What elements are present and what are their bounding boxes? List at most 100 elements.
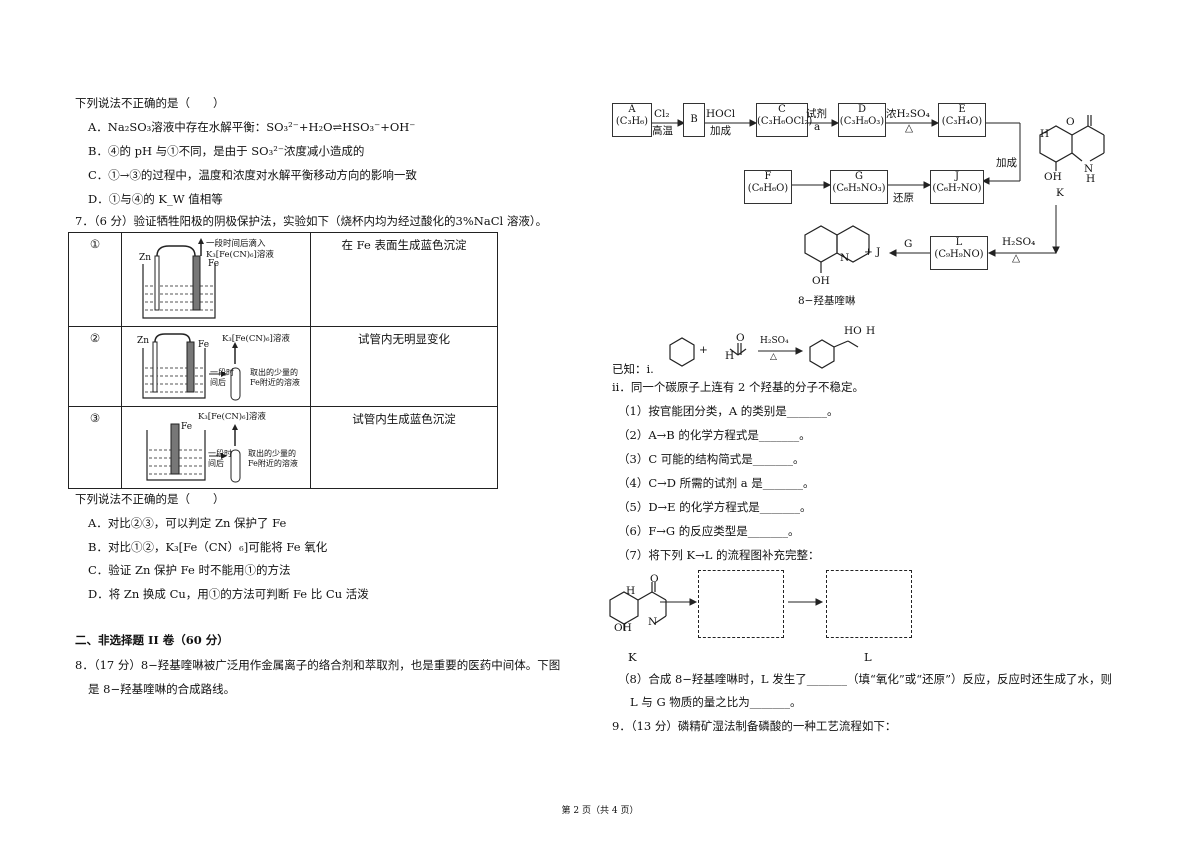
q8-question-1: （1）按官能团分类，A 的类别是_______。 [618,404,839,418]
arrow-add-label: 加成 [996,157,1017,169]
row-result: 试管内生成蓝色沉淀 [310,406,498,489]
row-number: ① [68,232,122,327]
compound-d-box: D(C₃H₈O₃) [838,103,886,137]
apparatus-2-sample-a: 取出的少量的 [250,368,298,377]
q8-question-2: （2）A→B 的化学方程式是_______。 [618,428,811,442]
q6-option-b: B．④的 pH 与①不同，是由于 SO₃²⁻浓度减小造成的 [88,144,365,158]
quinoline-name: 8−羟基喹啉 [798,295,856,307]
apparatus-1 [121,232,311,327]
apparatus-2-time-a: 一段时 [210,368,234,377]
arrow-g-label: G [904,238,913,250]
apparatus-1-fe: Fe [208,259,220,269]
known-reaction-scheme [669,337,859,369]
k-caption-flow: K [1056,187,1064,199]
section-heading: 二、非选择题 II 卷（60 分） [75,633,229,647]
q6-option-c: C．①→③的过程中，温度和浓度对水解平衡移动方向的影响一致 [88,168,417,182]
apparatus-2-fe: Fe [198,340,210,350]
l-answer-box[interactable] [826,570,912,638]
k-diagram-o: O [650,573,659,585]
arrow-ab-bottom: 高温 [652,125,673,137]
k-n-atom: N [1084,163,1094,175]
row-result: 在 Fe 表面生成蓝色沉淀 [310,232,498,327]
q7-title: 7．（6 分）验证牺牲阳极的阴极保护法，实验如下（烧杯内均为经过酸化的3%NaC… [75,214,548,228]
k-diagram-oh: OH [614,622,632,634]
known-h-atom: H [725,350,735,362]
compound-f-box: F(C₆H₆O) [744,170,792,204]
k-diagram-h: H [626,585,636,597]
apparatus-3-time-b: 间后 [208,459,224,468]
apparatus-drawing-2 [142,333,241,401]
arrow-gj-bottom: 还原 [893,192,914,204]
compound-g-box: G(C₆H₅NO₃) [830,170,888,204]
q7-option-d: D．将 Zn 换成 Cu，用①的方法可判断 Fe 比 Cu 活泼 [88,587,369,601]
q6-option-d: D．①与④的 K_W 值相等 [88,192,223,206]
apparatus-1-label-b: K₃[Fe(CN)₆]溶液 [206,250,274,260]
q9-title: 9．（13 分）磷精矿湿法制备磷酸的一种工艺流程如下： [612,719,897,733]
apparatus-1-zn: Zn [139,253,152,263]
compound-j-box: J(C₆H₇NO) [930,170,984,204]
arrow-de-top: 浓H₂SO₄ [886,108,930,120]
q6-option-a: A．Na₂SO₃溶液中存在水解平衡：SO₃²⁻+H₂O⇌HSO₃⁻+OH⁻ [88,120,416,134]
q6-prompt: 下列说法不正确的是（ ） [75,96,225,110]
q8-question-6: （6）F→G 的反应类型是_______。 [618,524,800,538]
k-nh-h: H [1086,173,1096,185]
q8-question-7: （7）将下列 K→L 的流程图补充完整： [618,548,820,562]
known-o-atom: O [736,332,745,344]
q7-prompt: 下列说法不正确的是（ ） [75,492,225,506]
q8-question-8-line2: L 与 G 物质的量之比为_______。 [630,695,802,709]
q7-experiment-table: ① 在 Fe 表面生成蓝色沉淀 ② 试管内无明显变化 ③ 试管内生成蓝色沉淀 [68,232,498,489]
q7-option-b: B．对比①②，K₃[Fe（CN）₆]可能将 Fe 氧化 [88,540,328,554]
table-row: ① 在 Fe 表面生成蓝色沉淀 [68,232,498,327]
q8-question-4: （4）C→D 所需的试剂 a 是_______。 [618,476,815,490]
quinoline-oh-group: OH [812,275,830,287]
apparatus-drawing-3 [146,423,241,483]
compound-e-box: E(C₃H₄O) [938,103,986,137]
apparatus-2-time-b: 间后 [210,378,226,387]
k-h-atom: H [1040,128,1050,140]
arrow-de-bottom: △ [905,122,914,134]
compound-c-box: C(C₃H₆OCl₂) [756,103,812,137]
k-to-l-intermediate-box[interactable] [698,570,784,638]
k-to-l-scheme [609,582,824,630]
q8-question-5: （5）D→E 的化学方程式是_______。 [618,500,812,514]
row-number: ② [68,326,122,407]
arrow-kl-bottom: △ [1012,252,1021,264]
k-o-atom: O [1066,116,1075,128]
q7-option-c: C．验证 Zn 保护 Fe 时不能用①的方法 [88,563,291,577]
arrow-cd-top: 试剂 [806,108,827,120]
apparatus-3-reagent: K₃[Fe(CN)₆]溶液 [198,412,266,422]
k-diagram-n: N [648,616,658,628]
apparatus-3-fe: Fe [181,422,193,432]
compound-l-box: L(C₉H₉NO) [930,236,988,270]
quinoline-n-atom: N [840,252,850,264]
known-label: 已知：i. [612,362,654,376]
compound-a-box: A(C₃H₆) [612,103,652,137]
apparatus-3-sample-a: 取出的少量的 [248,449,296,458]
row-number: ③ [68,406,122,489]
k-caption: K [628,650,637,664]
apparatus-2-zn: Zn [137,336,150,346]
q7-option-a: A．对比②③，可以判定 Zn 保护了 Fe [88,516,287,530]
table-row: ③ 试管内生成蓝色沉淀 [68,406,498,489]
k-oh-group: OH [1044,171,1062,183]
q8-question-3: （3）C 可能的结构简式是_______。 [618,452,805,466]
known-plus: + [699,344,708,356]
arrow-kl-top: H₂SO₄ [1002,236,1036,248]
apparatus-drawing-1 [142,238,216,319]
apparatus-2-reagent: K₃[Fe(CN)₆]溶液 [222,334,290,344]
flow-arrows [650,115,1105,273]
known-ii: ii．同一个碳原子上连有 2 个羟基的分子不稳定。 [612,380,864,394]
arrow-cd-bottom: a [814,121,821,133]
plus-j: + J [864,246,881,258]
q8-intro-line2: 是 8−羟基喹啉的合成路线。 [88,682,236,696]
row-result: 试管内无明显变化 [310,326,498,407]
arrow-bc-bottom: 加成 [710,125,731,137]
l-caption: L [864,650,872,664]
page-footer: 第 2 页（共 4 页） [561,806,639,816]
apparatus-3-time-a: 一段时 [208,449,232,458]
arrow-ab-top: Cl₂ [654,108,670,120]
apparatus-2-sample-b: Fe附近的溶液 [250,378,300,387]
arrow-bc-top: HOCl [706,108,736,120]
apparatus-1-label-a: 一段时间后滴入 [206,239,266,249]
apparatus-3-sample-b: Fe附近的溶液 [248,459,298,468]
